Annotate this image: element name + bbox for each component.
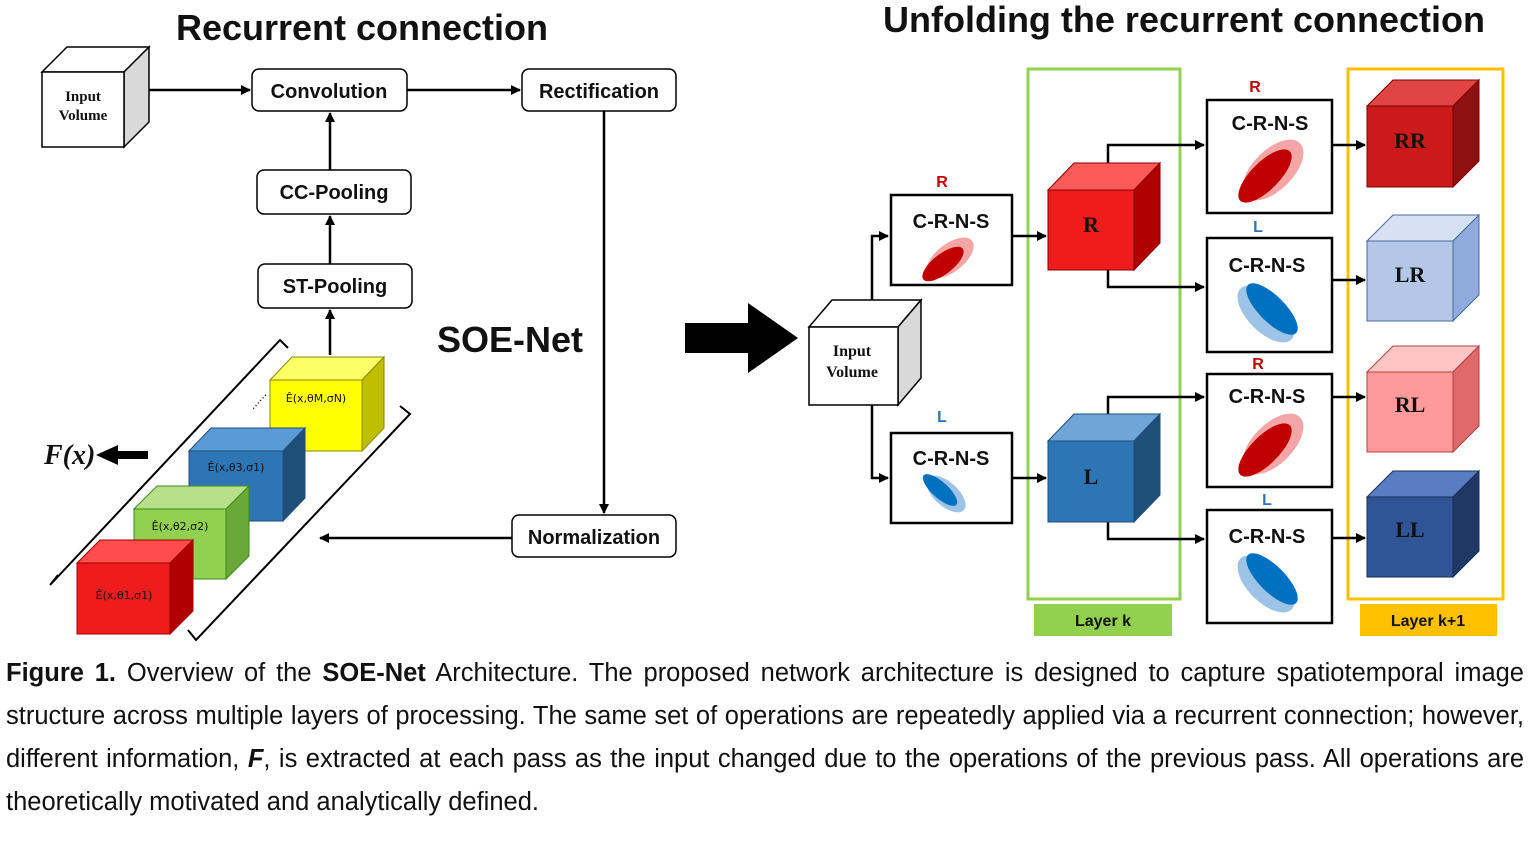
rectification-label: Rectification [539, 81, 659, 103]
feature-label-3: Ê(x,θ3,σ1) [208, 461, 265, 474]
layer-k-cube-l-label: L [1084, 464, 1099, 489]
caption-f: F [247, 745, 264, 773]
layer-k1-cube-ll: LL [1365, 469, 1481, 579]
stack-bracket [49, 338, 412, 642]
layer-k1-cube-rl-label: RL [1395, 392, 1426, 417]
layer-k1-cube-lr-label: LR [1395, 262, 1427, 287]
st-pooling-label: ST-Pooling [283, 276, 387, 298]
architecture-diagram: Recurrent connection Input Volume Convol… [40, 0, 1505, 642]
normalization-label: Normalization [528, 527, 660, 549]
caption-text-3: , is extracted at each pass as the input… [6, 745, 1524, 816]
left-input-volume-cube: Input Volume [40, 45, 151, 149]
left-title: Recurrent connection [176, 7, 548, 48]
layer-k1-frame [1346, 67, 1505, 601]
left-input-label-2: Volume [59, 108, 108, 124]
layer-k1-label: Layer k+1 [1391, 613, 1465, 630]
fx-arrow [96, 445, 148, 465]
stack-ellipsis: ...... [246, 388, 270, 412]
selector-r-label: R [1249, 79, 1261, 96]
layer-k-cube-r: R [1046, 161, 1162, 272]
cc-pooling-box: CC-Pooling [256, 169, 412, 215]
layer-k-frame [1026, 67, 1182, 601]
crns-label: C-R-N-S [1229, 386, 1306, 408]
crns-label: C-R-N-S [1232, 113, 1309, 135]
layer-k1-cube-ll-label: LL [1395, 517, 1424, 542]
crns-box-first-r: R C-R-N-S [889, 174, 1014, 287]
feature-label-1: Ê(x,θ1,σ1) [96, 589, 153, 602]
layer-k1-tag: Layer k+1 [1360, 604, 1497, 636]
crns-label: C-R-N-S [1229, 255, 1306, 277]
crns-label: C-R-N-S [1229, 526, 1306, 548]
convolution-box: Convolution [251, 68, 408, 112]
selector-l-label: L [937, 409, 947, 426]
fx-label: F(x) [43, 440, 95, 471]
left-arrows [149, 85, 609, 543]
selector-l-label: L [1253, 219, 1263, 236]
right-title: Unfolding the recurrent connection [883, 0, 1485, 40]
layer-k1-cube-lr: LR [1365, 213, 1481, 323]
feature-label-2: Ê(x,θ2,σ2) [152, 520, 209, 533]
soe-net-label: SOE-Net [437, 319, 583, 360]
crns-box-second-ll: L C-R-N-S [1205, 492, 1334, 625]
caption-figure-number: Figure 1. [6, 659, 117, 687]
crns-box-first-l: L C-R-N-S [889, 409, 1014, 525]
cc-pooling-label: CC-Pooling [280, 182, 389, 204]
crns-label: C-R-N-S [913, 211, 990, 233]
right-input-label-1: Input [833, 343, 872, 360]
selector-l-label: L [1262, 492, 1272, 509]
layer-k1-cube-rr-label: RR [1394, 128, 1427, 153]
right-arrows [870, 140, 1366, 544]
left-input-label-1: Input [65, 89, 101, 105]
st-pooling-box: ST-Pooling [257, 263, 413, 309]
crns-box-second-rl: R C-R-N-S [1205, 356, 1334, 489]
figure-caption: Figure 1. Overview of the SOE-Net Archit… [6, 652, 1524, 824]
caption-text-1: Overview of the [116, 659, 323, 687]
layer-k-cube-l: L [1046, 412, 1162, 524]
layer-k1-cube-rr: RR [1365, 78, 1481, 189]
normalization-box: Normalization [511, 514, 677, 558]
rectification-box: Rectification [521, 68, 677, 112]
selector-r-label: R [936, 174, 948, 191]
right-input-volume-cube: Input Volume [807, 297, 923, 408]
layer-k-cube-r-label: R [1083, 212, 1100, 237]
caption-text-2: Architecture. The proposed network archi… [6, 659, 1524, 773]
convolution-label: Convolution [271, 81, 388, 103]
layer-k1-cube-rl: RL [1365, 344, 1481, 454]
feature-cube-M: Ê(x,θM,σN) [268, 355, 386, 453]
selector-r-label: R [1252, 356, 1264, 373]
caption-soe-net: SOE-Net [322, 659, 426, 687]
right-input-label-2: Volume [826, 364, 878, 381]
crns-box-second-rr: R C-R-N-S [1205, 79, 1334, 215]
unfold-arrow [685, 303, 798, 373]
feature-label-M: Ê(x,θM,σN) [286, 392, 346, 405]
feature-cube-1: Ê(x,θ1,σ1) [75, 538, 195, 636]
layer-k-label: Layer k [1075, 613, 1131, 630]
crns-box-second-lr: L C-R-N-S [1205, 219, 1334, 354]
layer-k-tag: Layer k [1034, 604, 1172, 636]
crns-label: C-R-N-S [913, 448, 990, 470]
